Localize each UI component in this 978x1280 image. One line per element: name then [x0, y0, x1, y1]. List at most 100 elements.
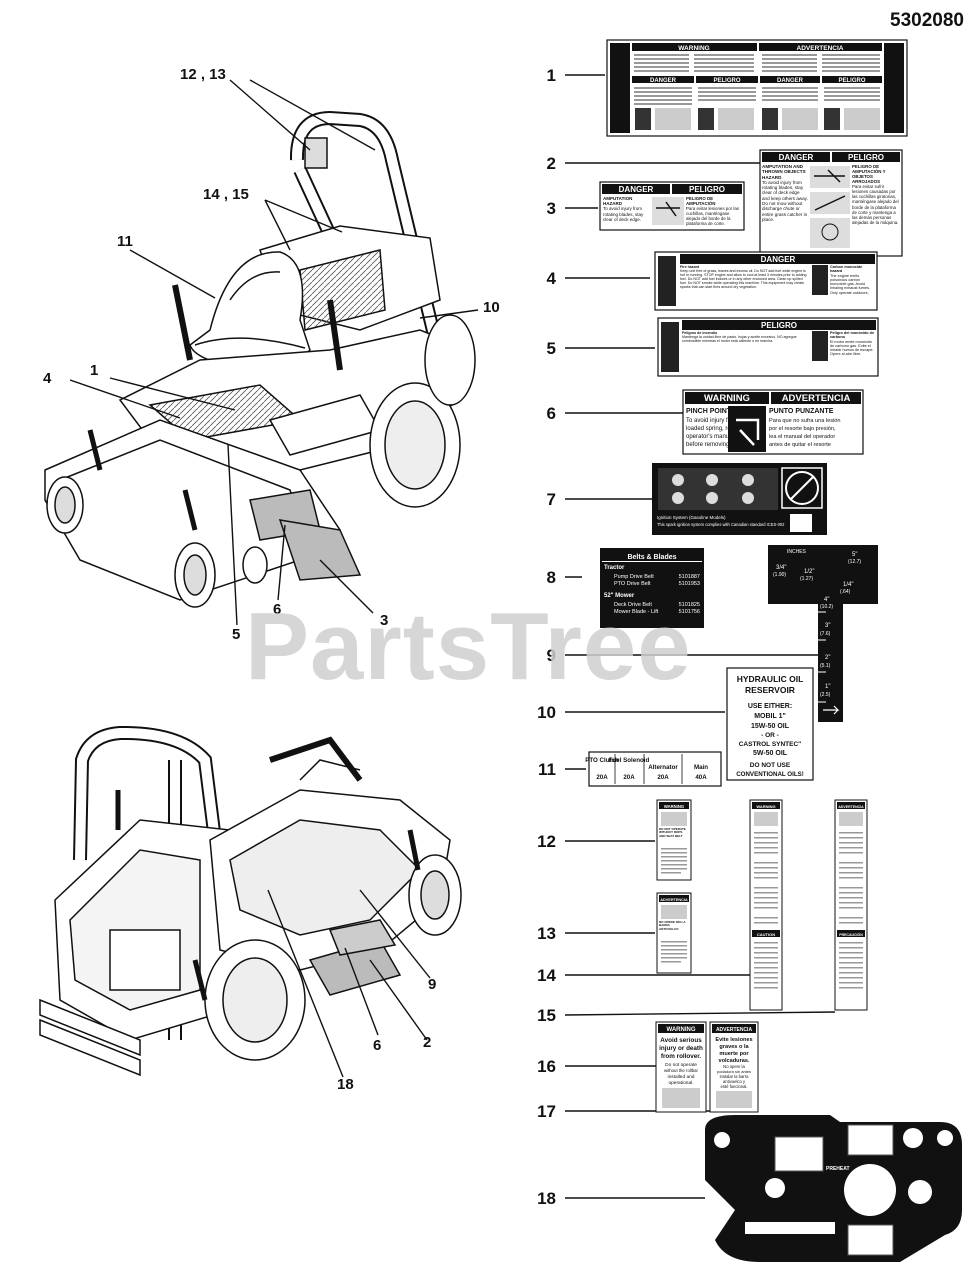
decal-number-14: 14 [537, 966, 556, 985]
svg-text:PELIGRO: PELIGRO [761, 321, 797, 330]
partstree-watermark: PartsTree [245, 593, 692, 700]
svg-text:Deck Drive Belt: Deck Drive Belt [614, 602, 652, 608]
svg-text:WARNING: WARNING [756, 804, 775, 809]
svg-text:from rollover.: from rollover. [661, 1053, 701, 1060]
svg-text:lea el manual del operador: lea el manual del operador [769, 434, 835, 440]
svg-text:5101825: 5101825 [679, 602, 700, 608]
svg-text:esté funcional.: esté funcional. [720, 1084, 747, 1089]
svg-text:USE EITHER:: USE EITHER: [748, 703, 792, 710]
svg-text:WARNING: WARNING [678, 45, 709, 52]
svg-text:Ignition System (Gasoline Mode: Ignition System (Gasoline Models) [657, 515, 726, 520]
svg-text:instalar la barra: instalar la barra [720, 1074, 750, 1079]
svg-text:WARNING: WARNING [667, 1027, 696, 1033]
svg-text:No opere la: No opere la [723, 1064, 745, 1069]
svg-text:1": 1" [825, 684, 830, 690]
svg-text:graves o la: graves o la [719, 1044, 749, 1050]
decal-13-rops-advertencia: ADVERTENCIA NO OPERE SIN LA BARRA ANTIVU… [656, 892, 692, 974]
svg-text:20A: 20A [596, 774, 608, 781]
decal-6-pinch-point: WARNING ADVERTENCIA PINCH POINT To avoid… [682, 389, 864, 455]
svg-text:5101756: 5101756 [679, 609, 700, 615]
svg-text:Fuel Solenoid: Fuel Solenoid [609, 757, 650, 764]
callout-11: 11 [117, 233, 133, 250]
decal-number-5: 5 [547, 339, 556, 358]
decal-17-rollover-advertencia: ADVERTENCIA Evite lesiones graves o la m… [709, 1021, 759, 1113]
callout-5: 5 [232, 626, 240, 643]
svg-text:ADVERTENCIA: ADVERTENCIA [716, 1027, 753, 1033]
svg-text:PELIGRO: PELIGRO [848, 153, 884, 162]
svg-text:PUNTO PUNZANTE: PUNTO PUNZANTE [769, 408, 834, 415]
svg-text:This spark ignition system com: This spark ignition system complies with… [657, 522, 785, 527]
svg-text:volcaduras.: volcaduras. [718, 1058, 750, 1064]
svg-text:20A: 20A [657, 774, 669, 781]
svg-text:operational.: operational. [668, 1080, 693, 1086]
svg-text:5W-50 OIL: 5W-50 OIL [753, 750, 788, 757]
svg-text:(7.6): (7.6) [820, 631, 831, 637]
svg-text:without the rollbar: without the rollbar [664, 1068, 698, 1073]
svg-text:ADVERTENCIA: ADVERTENCIA [782, 393, 851, 404]
svg-text:PRECAUCIÓN: PRECAUCIÓN [839, 932, 863, 937]
callout-6-upper: 6 [273, 601, 281, 618]
callout-leaders-right [564, 74, 836, 1199]
decal-number-7: 7 [547, 490, 556, 509]
svg-text:PINCH POINT: PINCH POINT [686, 408, 732, 415]
decal-8-belts-and-blades: Belts & Blades Tractor Pump Drive Belt 5… [600, 548, 704, 628]
svg-text:(5.1): (5.1) [820, 663, 831, 669]
svg-text:antes de quitar el resorte: antes de quitar el resorte [769, 442, 831, 448]
callout-2: 2 [423, 1034, 431, 1051]
decal-18-control-panel: PREHEAT [705, 1115, 962, 1262]
decal-number-1: 1 [547, 66, 556, 85]
svg-text:2": 2" [825, 655, 830, 661]
svg-text:Belts & Blades: Belts & Blades [627, 554, 676, 561]
decal-2-amputation-thrown-objects: DANGER PELIGRO AMPUTATION AND THROWN OBJ… [759, 149, 903, 257]
svg-text:PTO Drive Belt: PTO Drive Belt [614, 581, 651, 587]
svg-text:1/4": 1/4" [843, 582, 853, 588]
svg-text:- OR -: - OR - [761, 732, 779, 739]
svg-text:Pump Drive Belt: Pump Drive Belt [614, 574, 654, 580]
svg-text:MOBIL 1": MOBIL 1" [754, 713, 786, 720]
decal-9-cut-height-gauge: INCHES 5" (12.7) 3/4" (1.90) 1/2" (1.27)… [768, 545, 878, 722]
callout-12-13: 12 , 13 [180, 66, 226, 83]
svg-text:15W-50 OIL: 15W-50 OIL [751, 723, 790, 730]
svg-text:ADVERTENCIA: ADVERTENCIA [797, 45, 844, 52]
svg-text:CONVENTIONAL OILS!: CONVENTIONAL OILS! [736, 771, 804, 778]
decal-3-amputation-hazard: DANGER PELIGRO AMPUTATION HAZARD To avoi… [599, 181, 745, 231]
svg-text:ADVERTENCIA: ADVERTENCIA [838, 805, 864, 809]
mower-illustration-front-view [44, 110, 476, 608]
svg-text:CASTROL SYNTEC": CASTROL SYNTEC" [739, 741, 802, 748]
svg-text:muerte por: muerte por [719, 1051, 749, 1057]
svg-text:3/4": 3/4" [776, 565, 786, 571]
svg-text:40A: 40A [695, 774, 707, 781]
svg-text:(12.7): (12.7) [848, 559, 861, 565]
svg-text:DANGER: DANGER [779, 153, 814, 162]
callout-leaders-left [69, 79, 479, 1078]
svg-text:ADVERTENCIA: ADVERTENCIA [660, 898, 688, 902]
decal-12-rops-warning: WARNING DO NOT OPERATE WITHOUT ROPS AND … [656, 799, 692, 881]
callout-3: 3 [380, 612, 388, 629]
svg-text:RESERVOIR: RESERVOIR [745, 685, 795, 695]
svg-text:DANGER: DANGER [650, 78, 677, 84]
decal-16-rollover-warning: WARNING Avoid serious injury or death fr… [655, 1021, 707, 1113]
svg-text:Main: Main [694, 764, 708, 771]
svg-text:Para que no sufra una lesión: Para que no sufra una lesión [769, 418, 841, 424]
callout-18: 18 [337, 1076, 354, 1093]
svg-text:(.64): (.64) [840, 589, 851, 595]
svg-text:DO NOT USE: DO NOT USE [750, 762, 791, 769]
part-number: 5302080 [890, 10, 964, 31]
svg-text:Do not operate: Do not operate [665, 1062, 697, 1068]
callout-10: 10 [483, 299, 500, 316]
callout-6-lower: 6 [373, 1037, 381, 1054]
svg-text:por el resorte bajo presión,: por el resorte bajo presión, [769, 426, 836, 432]
decal-7-ignition-pictogram: Ignition System (Gasoline Models) This s… [652, 463, 827, 535]
svg-text:20A: 20A [623, 774, 635, 781]
decal-number-2: 2 [547, 154, 556, 173]
decal-number-16: 16 [537, 1057, 556, 1076]
svg-text:INCHES: INCHES [787, 549, 807, 555]
svg-text:operator's manual: operator's manual [686, 434, 734, 440]
svg-text:3": 3" [825, 623, 830, 629]
decal-4-fire-co-danger: DANGER Fire hazard Keep unit free of gra… [654, 251, 878, 311]
decal-5-fire-co-peligro: PELIGRO Peligros de incendio Mantenga la… [657, 317, 879, 377]
svg-text:(1.90): (1.90) [773, 572, 786, 578]
decal-number-6: 6 [547, 404, 556, 423]
svg-text:DANGER: DANGER [761, 255, 796, 264]
